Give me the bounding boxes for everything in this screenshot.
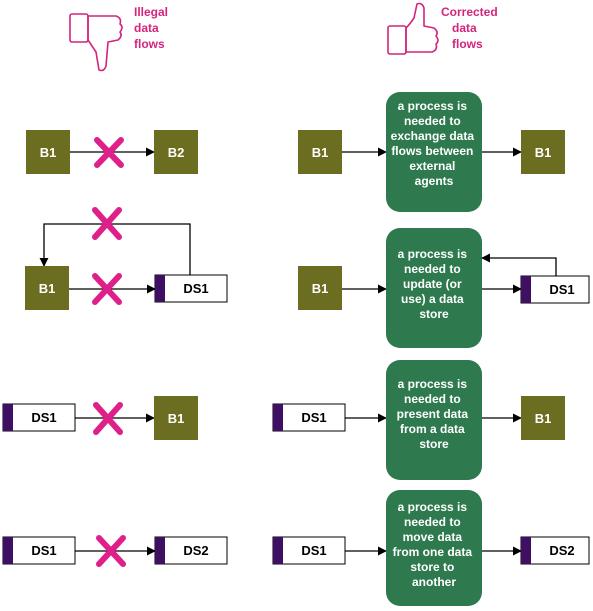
corrected-row4-right-store bbox=[520, 536, 590, 565]
process-line: use) a data bbox=[401, 292, 464, 306]
illegal-row3-right-label: B1 bbox=[168, 411, 185, 426]
corrected-row2-left-entity bbox=[298, 266, 342, 310]
corrected-row3-left-label: DS1 bbox=[301, 410, 326, 425]
illegal-heading: Illegal data flows bbox=[69, 5, 168, 72]
corrected-heading: Corrected data flows bbox=[387, 2, 498, 55]
illegal-row2-left-label: B1 bbox=[39, 281, 56, 296]
process-line: flows between bbox=[391, 144, 473, 158]
corrected-row3-left-store bbox=[272, 403, 346, 432]
illegal-row2-return-flow bbox=[39, 223, 191, 275]
illegal-row4-left-label: DS1 bbox=[31, 543, 56, 558]
corrected-row3-process bbox=[386, 360, 482, 480]
illegal-row4-left-store-tab bbox=[3, 537, 13, 564]
process-line: needed to bbox=[404, 515, 461, 529]
process-line: external bbox=[409, 159, 455, 173]
illegal-row2-left-entity bbox=[25, 266, 69, 310]
corrected-row4-process bbox=[386, 490, 482, 606]
process-line: from one data bbox=[393, 545, 473, 559]
process-line: another bbox=[412, 575, 456, 589]
illegal-row4-left-store bbox=[2, 536, 76, 565]
process-line: from a data bbox=[400, 422, 465, 436]
process-line: a process is bbox=[398, 99, 468, 113]
corrected-row2-right-label: DS1 bbox=[549, 282, 574, 297]
corrected-row3-left-store-tab bbox=[273, 404, 283, 431]
illegal-row4-right-store-tab bbox=[155, 537, 165, 564]
process-line: a process is bbox=[398, 247, 468, 261]
corrected-row2-return-flow bbox=[481, 253, 557, 276]
illegal-row3-left-store-tab bbox=[3, 404, 13, 431]
corrected-row1-left-entity bbox=[298, 130, 342, 174]
process-line: a process is bbox=[398, 377, 468, 391]
process-line: agents bbox=[415, 174, 454, 188]
corrected-row1-right-entity bbox=[521, 130, 565, 174]
illegal-row1-right-entity bbox=[154, 130, 198, 174]
illegal-row2-right-store-tab bbox=[155, 275, 165, 302]
process-line: update (or bbox=[403, 277, 462, 291]
corrected-row2-process-text: a process is needed to update (or use) a… bbox=[398, 247, 471, 321]
corrected-heading-line-1: Corrected bbox=[441, 5, 498, 19]
corrected-row4-left-store-tab bbox=[273, 537, 283, 564]
illegal-row3-left-label: DS1 bbox=[31, 410, 56, 425]
corrected-row4-right-store-tab bbox=[521, 537, 531, 564]
corrected-row3-right-label: B1 bbox=[535, 411, 552, 426]
corrected-row1-process-text: a process is needed to exchange data flo… bbox=[391, 99, 478, 188]
process-line: store to bbox=[410, 560, 454, 574]
thumbs-up-icon bbox=[387, 2, 439, 55]
corrected-row3-process-text: a process is needed to present data from… bbox=[397, 377, 472, 451]
corrected-row4-left-store bbox=[272, 536, 346, 565]
illegal-row3-right-entity bbox=[154, 396, 198, 440]
corrected-row4-right-label: DS2 bbox=[549, 543, 574, 558]
process-line: needed to bbox=[404, 262, 461, 276]
process-line: store bbox=[419, 437, 449, 451]
corrected-row4-process-text: a process is needed to move data from on… bbox=[393, 500, 476, 589]
corrected-heading-line-2: data bbox=[452, 21, 477, 35]
illegal-row1-cross-mark bbox=[94, 137, 124, 168]
illegal-row1-left-entity bbox=[26, 130, 70, 174]
illegal-row4-right-label: DS2 bbox=[183, 543, 208, 558]
process-line: needed to bbox=[404, 392, 461, 406]
process-line: store bbox=[419, 307, 449, 321]
corrected-row4-left-label: DS1 bbox=[301, 543, 326, 558]
illegal-row2-return-cross-mark bbox=[92, 207, 122, 240]
process-line: present data bbox=[397, 407, 469, 421]
corrected-row2-process bbox=[386, 228, 482, 348]
illegal-heading-line-1: Illegal bbox=[134, 5, 168, 19]
illegal-row2-right-label: DS1 bbox=[183, 281, 208, 296]
process-line: a process is bbox=[398, 500, 468, 514]
corrected-row1-left-label: B1 bbox=[312, 145, 329, 160]
process-line: move data bbox=[403, 530, 463, 544]
thumbs-down-icon bbox=[69, 13, 123, 72]
illegal-row3-cross-mark bbox=[93, 402, 123, 435]
illegal-row1-right-label: B2 bbox=[168, 145, 185, 160]
illegal-row2-cross-mark bbox=[92, 273, 122, 305]
corrected-row2-right-store-tab bbox=[521, 276, 531, 303]
corrected-row1-right-label: B1 bbox=[535, 145, 552, 160]
corrected-row2-left-label: B1 bbox=[312, 281, 329, 296]
process-line: exchange data bbox=[391, 129, 475, 143]
corrected-heading-line-3: flows bbox=[452, 37, 483, 51]
illegal-row4-right-store bbox=[154, 536, 228, 565]
illegal-heading-line-2: data bbox=[134, 21, 159, 35]
illegal-row4-cross-mark bbox=[96, 535, 126, 567]
corrected-row3-right-entity bbox=[521, 396, 565, 440]
illegal-row1-left-label: B1 bbox=[40, 145, 57, 160]
corrected-row1-process bbox=[386, 92, 482, 212]
illegal-heading-line-3: flows bbox=[134, 37, 165, 51]
process-line: needed to bbox=[404, 114, 461, 128]
